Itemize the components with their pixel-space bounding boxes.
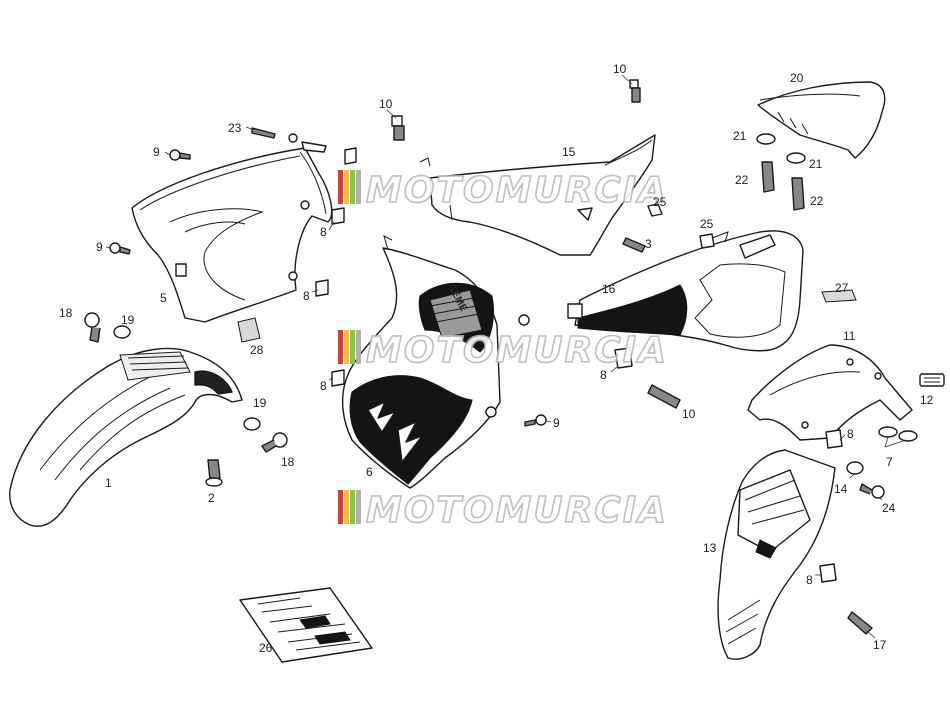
hardware bbox=[84, 79, 918, 635]
watermark-middle: MOTOMURCIA bbox=[338, 329, 668, 372]
front-fender bbox=[9, 347, 243, 527]
seat-tail-cover bbox=[757, 81, 886, 159]
label-part-19b: 19 bbox=[253, 396, 267, 410]
radiator-shroud-left bbox=[131, 147, 333, 323]
rubber-pad bbox=[821, 289, 857, 303]
label-part-11: 11 bbox=[843, 329, 856, 343]
label-part-8e: 8 bbox=[847, 427, 854, 441]
watermark-text: MOTOMURCIA bbox=[366, 490, 668, 531]
decal-sheet bbox=[239, 587, 373, 663]
watermark-text: MOTOMURCIA bbox=[366, 330, 668, 371]
label-part-18b: 18 bbox=[281, 455, 295, 469]
label-part-7: 7 bbox=[886, 455, 893, 469]
label-part-1: 1 bbox=[105, 476, 112, 490]
label-part-9c: 9 bbox=[553, 416, 560, 430]
side-panel-right bbox=[567, 230, 804, 352]
label-part-28: 28 bbox=[250, 343, 264, 357]
label-part-9b: 9 bbox=[96, 240, 103, 254]
rear-reflector bbox=[919, 373, 945, 387]
label-part-10c: 10 bbox=[682, 407, 696, 421]
rear-support-bracket bbox=[747, 344, 913, 441]
label-part-2: 2 bbox=[208, 491, 215, 505]
label-part-3: 3 bbox=[645, 237, 652, 251]
label-part-8c: 8 bbox=[320, 379, 327, 393]
watermark-text: MOTOMURCIA bbox=[366, 170, 668, 211]
label-part-19a: 19 bbox=[121, 313, 135, 327]
label-part-8d: 8 bbox=[600, 368, 607, 382]
label-part-13: 13 bbox=[703, 541, 717, 555]
label-part-27: 27 bbox=[835, 281, 849, 295]
label-part-6: 6 bbox=[366, 465, 373, 479]
part-labels: 1 2 3 5 6 7 8 8 8 8 8 8 9 9 9 10 10 10 1… bbox=[59, 62, 934, 655]
shroud-pad bbox=[237, 317, 261, 343]
label-part-22b: 22 bbox=[810, 194, 824, 208]
label-part-23: 23 bbox=[228, 121, 242, 135]
label-part-10b: 10 bbox=[379, 97, 393, 111]
label-part-25a: 25 bbox=[653, 195, 667, 209]
label-part-20: 20 bbox=[790, 71, 804, 85]
label-part-17: 17 bbox=[873, 638, 887, 652]
radiator-shroud-right: GEME bbox=[341, 235, 501, 489]
label-part-25b: 25 bbox=[700, 217, 714, 231]
label-part-22a: 22 bbox=[735, 173, 749, 187]
rear-fender bbox=[717, 449, 836, 660]
label-part-9a: 9 bbox=[153, 145, 160, 159]
label-part-14: 14 bbox=[834, 482, 848, 496]
watermark-top: MOTOMURCIA bbox=[338, 169, 668, 212]
label-part-26: 26 bbox=[259, 641, 273, 655]
watermark-bottom: MOTOMURCIA bbox=[338, 489, 668, 532]
label-part-5: 5 bbox=[160, 291, 167, 305]
label-part-18a: 18 bbox=[59, 306, 73, 320]
label-part-24: 24 bbox=[882, 501, 896, 515]
label-part-8a: 8 bbox=[320, 225, 327, 239]
side-panel-left bbox=[419, 134, 656, 256]
label-part-21a: 21 bbox=[733, 129, 747, 143]
label-part-8b: 8 bbox=[303, 289, 310, 303]
label-part-10a: 10 bbox=[613, 62, 627, 76]
label-part-21b: 21 bbox=[809, 157, 823, 171]
label-part-16: 16 bbox=[602, 282, 616, 296]
label-part-12: 12 bbox=[920, 393, 934, 407]
label-part-15: 15 bbox=[562, 145, 576, 159]
leader-lines bbox=[105, 74, 907, 639]
label-part-8f: 8 bbox=[806, 573, 813, 587]
